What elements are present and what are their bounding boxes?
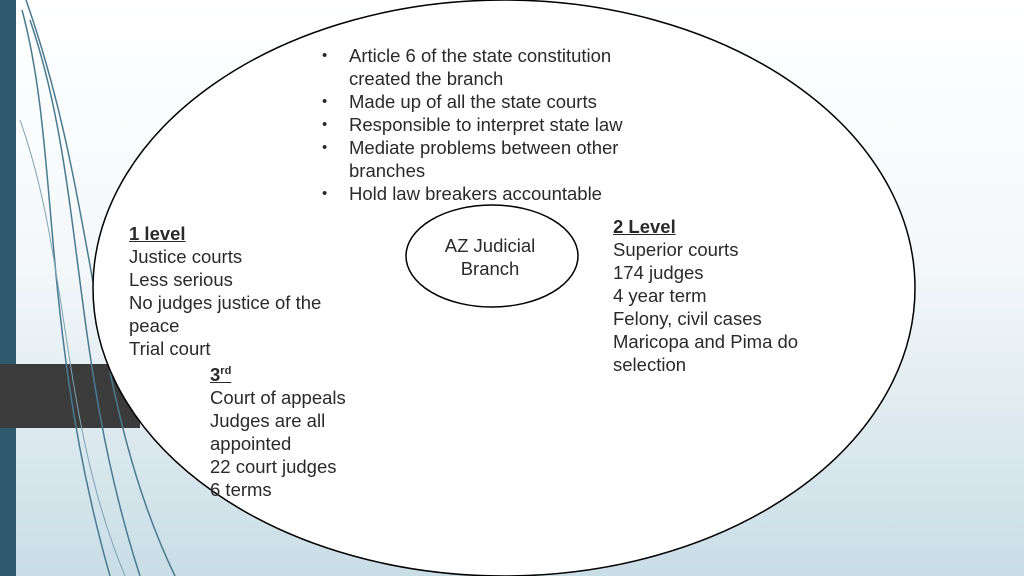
level3-line: appointed <box>210 433 292 454</box>
level3-line: 6 terms <box>210 479 272 500</box>
level1-line: Less serious <box>129 269 233 290</box>
center-label-line2: Branch <box>460 258 520 279</box>
level2-line: selection <box>613 354 687 375</box>
level2-block: 2 Level Superior courts 174 judges 4 yea… <box>613 215 798 376</box>
center-label-line1: AZ Judicial <box>444 235 536 256</box>
level2-line: Superior courts <box>613 239 739 260</box>
level3-line: Court of appeals <box>210 387 346 408</box>
level1-line: Justice courts <box>129 246 243 267</box>
bullet-item: Article 6 of the state constitutioncreat… <box>322 44 623 90</box>
level1-line: No judges justice of the <box>129 292 322 313</box>
level1-line: Trial court <box>129 338 211 359</box>
level1-title: 1 level <box>129 223 186 244</box>
level3-title-suffix: rd <box>220 364 232 377</box>
level2-line: 174 judges <box>613 262 704 283</box>
bullet-item: Hold law breakers accountable <box>322 182 623 205</box>
left-accent-bar <box>0 0 16 576</box>
bullet-item: Made up of all the state courts <box>322 90 623 113</box>
level3-line: Judges are all <box>210 410 326 431</box>
level2-title: 2 Level <box>613 216 676 237</box>
level2-line: Maricopa and Pima do <box>613 331 799 352</box>
level1-line: peace <box>129 315 180 336</box>
level2-line: 4 year term <box>613 285 707 306</box>
level3-block: 3rd Court of appeals Judges are all appo… <box>210 363 346 501</box>
level3-title-number: 3 <box>210 364 221 385</box>
level1-block: 1 level Justice courts Less serious No j… <box>129 222 321 360</box>
center-ellipse <box>405 204 579 308</box>
level3-title: 3rd <box>210 363 346 386</box>
level3-line: 22 court judges <box>210 456 337 477</box>
level2-line: Felony, civil cases <box>613 308 762 329</box>
bullet-item: Responsible to interpret state law <box>322 113 623 136</box>
branch-description-list: Article 6 of the state constitutioncreat… <box>322 44 623 205</box>
center-label: AZ Judicial Branch <box>406 234 574 280</box>
